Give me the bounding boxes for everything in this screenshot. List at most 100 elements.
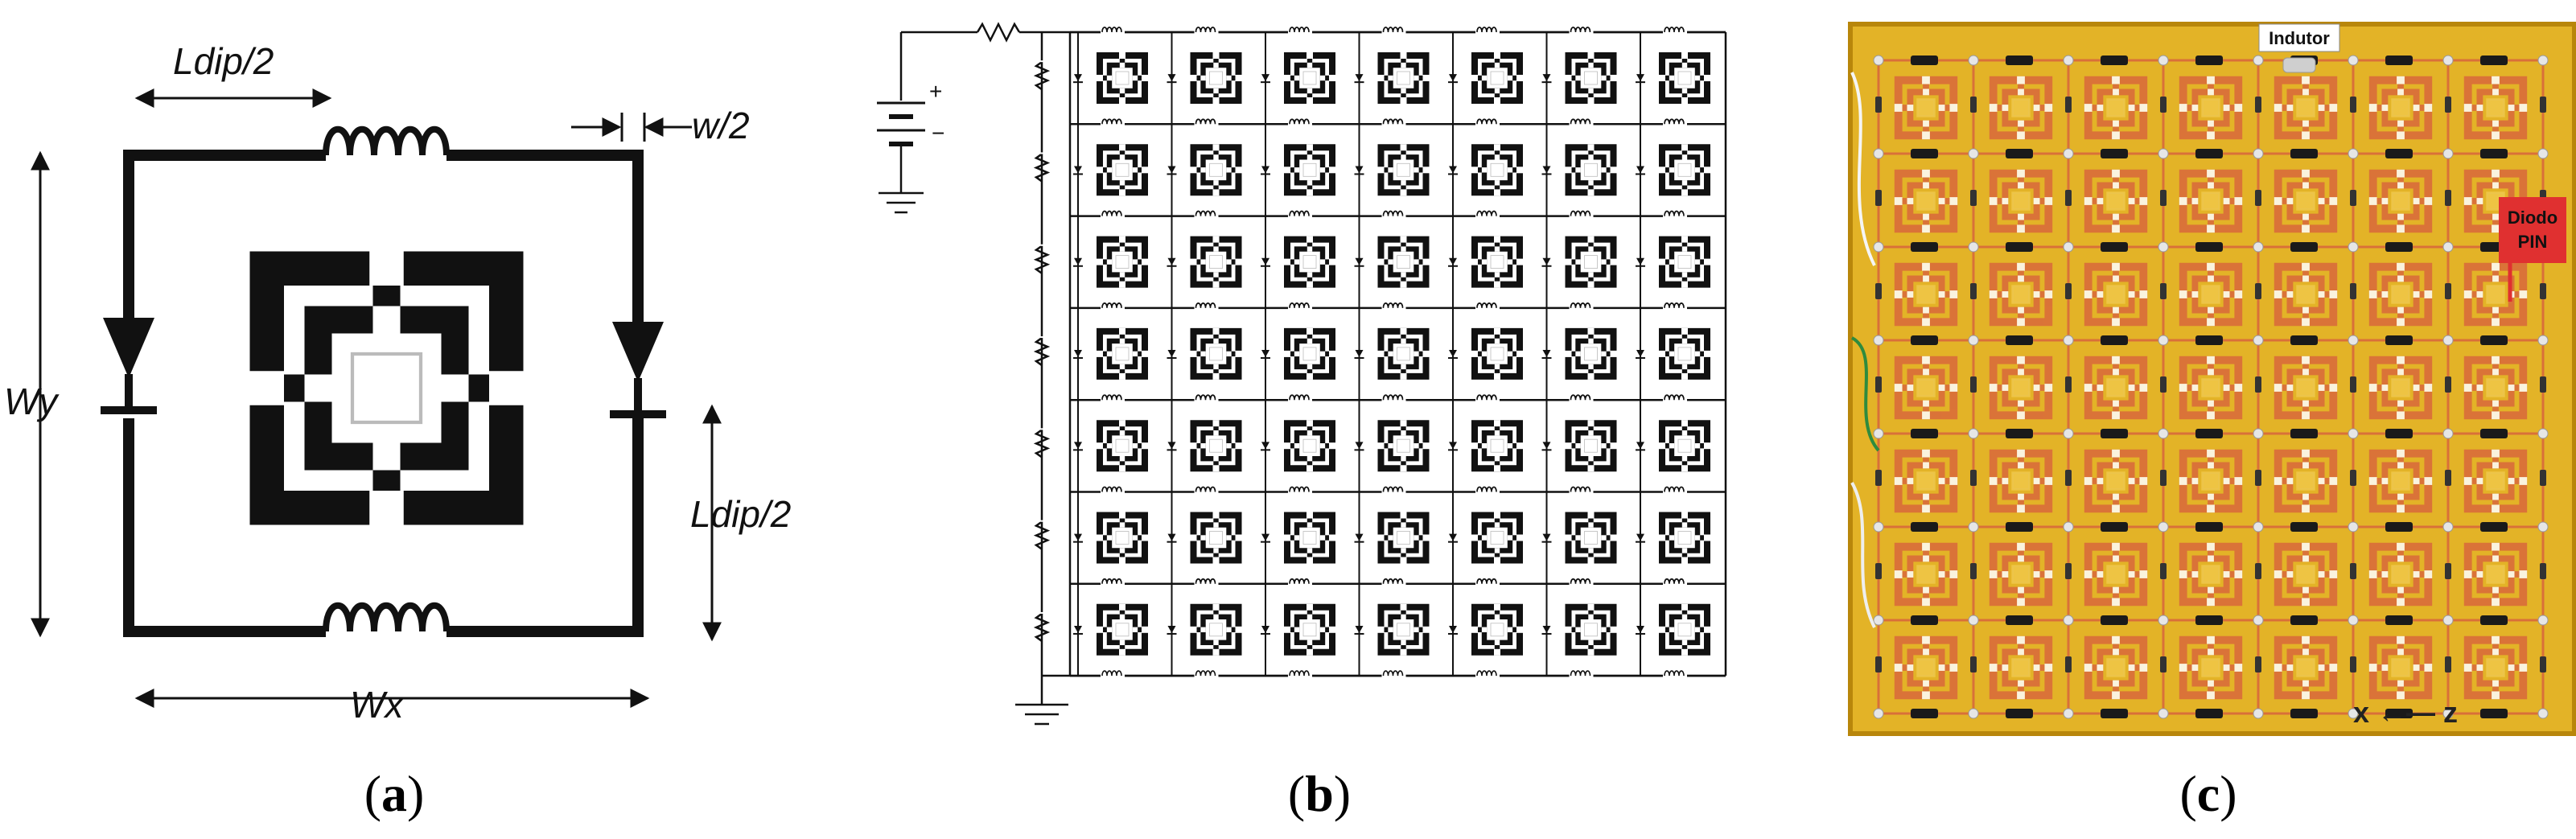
bias-wire-gray [1850, 482, 1876, 628]
smd-inductor [2006, 429, 2033, 438]
board-unit-cell [2084, 262, 2148, 327]
diode-icon [1355, 533, 1364, 541]
smd-diode [1970, 283, 1977, 299]
diode-icon [1074, 350, 1082, 358]
board-unit-cell [2463, 356, 2528, 420]
smd-diode [2445, 376, 2451, 393]
smd-diode [2350, 190, 2356, 206]
diode-icon [1167, 166, 1176, 174]
svg-text:Indutor: Indutor [2269, 28, 2330, 48]
board-unit-cell [2274, 356, 2338, 420]
unit-cell-grid [1042, 27, 1727, 678]
schematic-unit-cell [1541, 486, 1617, 584]
schematic-unit-cell [1354, 210, 1430, 308]
schematic-unit-cell [1636, 302, 1711, 401]
diode-icon [1167, 442, 1176, 450]
schematic-unit-cell [1073, 118, 1149, 216]
schematic-unit-cell [1261, 27, 1336, 125]
diode-icon [1542, 166, 1551, 174]
smd-inductor [2385, 709, 2413, 718]
smd-inductor [1911, 615, 1938, 625]
schematic-unit-cell [1448, 302, 1524, 401]
schematic-unit-cell [1636, 394, 1711, 492]
smd-diode [2255, 190, 2261, 206]
bias-resistor-icon [1033, 153, 1051, 183]
schematic-unit-cell [1261, 394, 1336, 492]
smd-diode [1875, 190, 1882, 206]
diode-icon [1636, 625, 1644, 633]
schematic-unit-cell [1541, 578, 1617, 677]
schematic-unit-cell [1448, 578, 1524, 677]
diode-icon [1636, 533, 1644, 541]
diode-icon [1074, 166, 1082, 174]
smd-inductor [2006, 709, 2033, 718]
diode-icon [1355, 257, 1364, 265]
label-wy: Wy [4, 380, 60, 422]
label-wx: Wx [350, 684, 405, 726]
diode-icon [1449, 166, 1457, 174]
smd-inductor [2480, 522, 2508, 532]
board-unit-cell [2084, 76, 2148, 140]
board-unit-cell [1894, 635, 1958, 700]
smd-diode [2255, 97, 2261, 113]
diode-icon [1167, 350, 1176, 358]
inductor-icon [1195, 670, 1216, 677]
caption-b: (b) [1288, 765, 1351, 822]
inductor-icon [1476, 670, 1497, 677]
board-unit-cell [1989, 169, 2053, 233]
schematic-unit-cell [1541, 118, 1617, 216]
smd-inductor [2006, 242, 2033, 252]
smd-diode [1875, 563, 1882, 579]
smd-inductor [2480, 149, 2508, 158]
smd-diode [2065, 470, 2072, 486]
ground-icon-top [879, 191, 924, 214]
inductor-icon [1664, 670, 1685, 677]
board-unit-cell [2084, 542, 2148, 607]
smd-diode [2445, 656, 2451, 672]
smd-diode [1970, 190, 1977, 206]
board-unit-cell [2179, 262, 2243, 327]
smd-diode [2255, 470, 2261, 486]
diode-icon [1636, 350, 1644, 358]
diode-icon [1636, 166, 1644, 174]
diode-icon [1074, 533, 1082, 541]
schematic-unit-cell [1167, 118, 1242, 216]
bias-resistor-icon [1033, 612, 1051, 642]
diode-left-icon [101, 318, 157, 414]
diode-icon [1261, 625, 1269, 633]
smd-inductor [2101, 522, 2128, 532]
board-unit-cell [1989, 635, 2053, 700]
smd-diode [2160, 283, 2167, 299]
diode-icon [1542, 350, 1551, 358]
board-unit-cell [2463, 262, 2528, 327]
diode-pin-tag: Diodo PIN [2499, 197, 2566, 302]
board-unit-cell [1894, 356, 1958, 420]
diode-icon [1355, 350, 1364, 358]
panel-c-board-photo: Indutor Diodo PIN x ←— z [1848, 22, 2576, 736]
label-w-half: w/2 [692, 105, 750, 146]
schematic-unit-cell [1448, 118, 1524, 216]
diode-icon [1261, 74, 1269, 82]
smd-inductor [2195, 429, 2223, 438]
smd-inductor [2385, 615, 2413, 625]
board-unit-cell [2463, 635, 2528, 700]
bias-resistor-icon [1033, 520, 1051, 550]
board-unit-cell [1894, 76, 1958, 140]
smd-diode [2160, 656, 2167, 672]
supply-resistor-icon [976, 22, 1021, 43]
schematic-unit-cell [1636, 486, 1711, 584]
smd-inductor [2290, 149, 2318, 158]
smd-diode [1875, 376, 1882, 393]
smd-diode [2350, 563, 2356, 579]
schematic-unit-cell [1167, 302, 1242, 401]
inductor-tag: Indutor [2258, 23, 2340, 73]
smd-inductor [2195, 522, 2223, 532]
inductor-icon [1101, 670, 1122, 677]
board-unit-cell [1894, 449, 1958, 513]
board-unit-cell [2368, 542, 2433, 607]
battery-icon [877, 101, 925, 146]
smd-inductor [2385, 522, 2413, 532]
bias-resistor-icon [1033, 245, 1051, 274]
diode-icon [1449, 533, 1457, 541]
